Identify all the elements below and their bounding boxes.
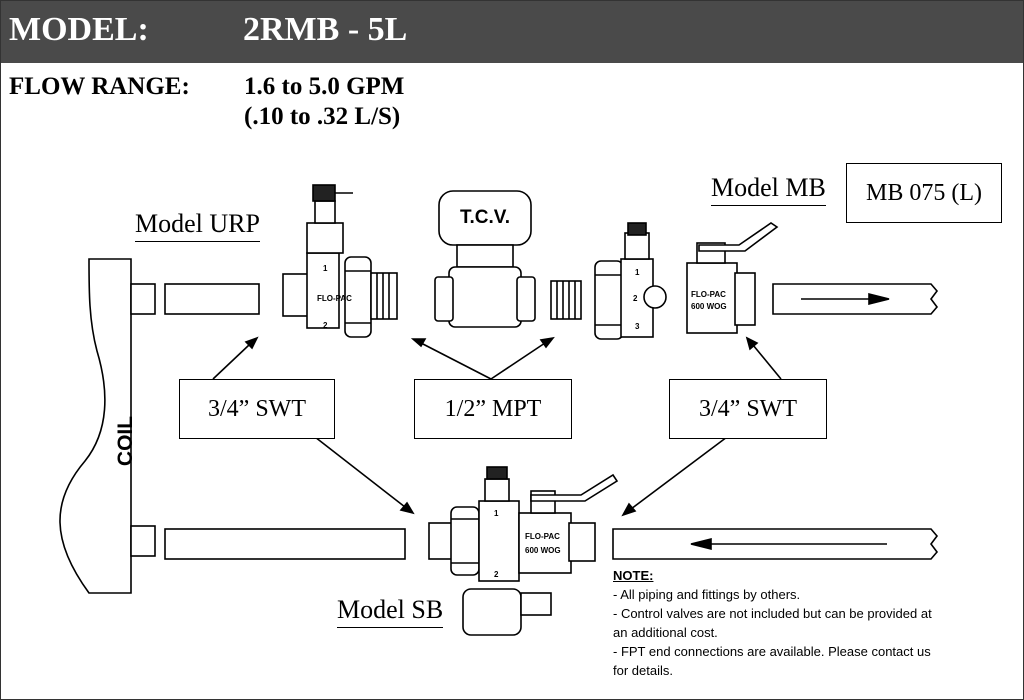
model-sb-label: Model SB <box>337 595 444 628</box>
coil-stub-bottom <box>130 525 156 557</box>
model-label: MODEL: <box>9 11 149 48</box>
swt-right-text: 3/4” SWT <box>699 395 797 422</box>
mpt-center-box: 1/2” MPT <box>414 379 572 439</box>
urp-port-1: 1 <box>323 264 328 273</box>
sb-valve <box>428 466 619 636</box>
model-mb-label: Model MB <box>711 173 826 206</box>
note-line-1: - All piping and fittings by others. <box>613 587 801 602</box>
flow-range-gpm: 1.6 to 5.0 GPM <box>244 73 405 100</box>
note-line-3: - FPT end connections are available. Ple… <box>613 644 931 678</box>
urp-flo-pac: FLO-PAC <box>317 294 352 303</box>
leader-arrows <box>212 336 782 517</box>
swt-right-box: 3/4” SWT <box>669 379 827 439</box>
coil-label: COIL <box>114 415 138 467</box>
note-title: NOTE: <box>613 568 654 583</box>
tcv-label: T.C.V. <box>460 207 510 228</box>
pipe-top-left <box>164 283 260 315</box>
note-line-2: - Control valves are not included but ca… <box>613 606 932 640</box>
sb-wog: 600 WOG <box>525 546 561 555</box>
sb-port-2: 2 <box>494 570 499 579</box>
mb-part-box: MB 075 (L) <box>846 163 1002 223</box>
swt-left-text: 3/4” SWT <box>208 395 306 422</box>
coil-stub-top <box>130 283 156 315</box>
sb-port-1: 1 <box>494 509 499 518</box>
sb-flo-pac: FLO-PAC <box>525 532 560 541</box>
flow-range-ls: (.10 to .32 L/S) <box>244 103 401 130</box>
note-block: NOTE: - All piping and fittings by other… <box>613 566 943 680</box>
model-value: 2RMB - 5L <box>243 11 408 48</box>
flow-arrow-top-head <box>868 292 890 306</box>
mb-port-1: 1 <box>635 268 640 277</box>
mb-wog: 600 WOG <box>691 302 727 311</box>
mb-valve <box>550 222 779 340</box>
flow-range-label: FLOW RANGE: <box>9 73 190 100</box>
tcv-body <box>434 244 536 328</box>
model-urp-label: Model URP <box>135 209 260 242</box>
urp-valve <box>282 184 398 338</box>
mb-flo-pac: FLO-PAC <box>691 290 726 299</box>
header-bar: MODEL: 2RMB - 5L <box>1 1 1023 63</box>
mb-port-2: 2 <box>633 294 638 303</box>
urp-port-2: 2 <box>323 321 328 330</box>
swt-left-box: 3/4” SWT <box>179 379 335 439</box>
mb-part-text: MB 075 (L) <box>866 179 982 206</box>
flow-arrow-bottom-head <box>690 537 712 551</box>
mpt-center-text: 1/2” MPT <box>444 395 542 422</box>
coil-shape <box>59 258 132 594</box>
pipe-bottom-left <box>164 528 406 560</box>
mb-port-3: 3 <box>635 322 640 331</box>
